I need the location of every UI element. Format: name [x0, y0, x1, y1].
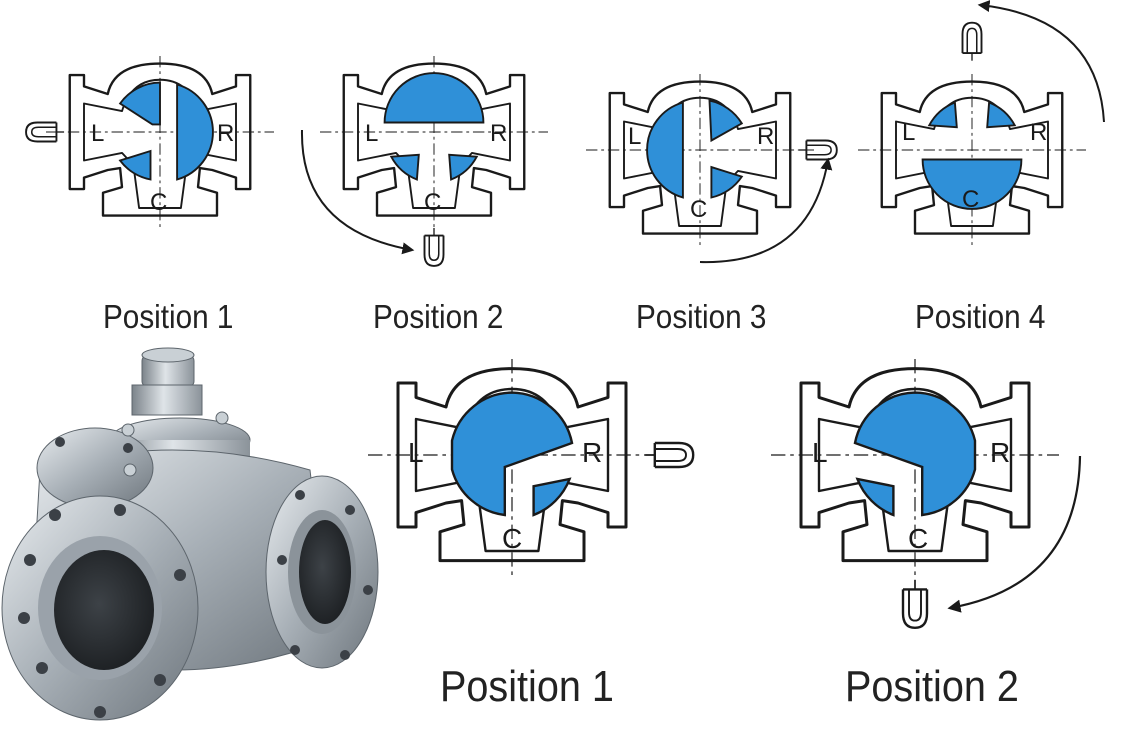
port-label-center: C	[908, 523, 928, 554]
top-valve-position-2-diagram	[318, 54, 550, 267]
handle-right-icon	[644, 441, 695, 469]
ball-bore	[855, 477, 895, 517]
port-label-center: C	[962, 186, 979, 213]
rotation-arrow	[977, 0, 1105, 123]
three-way-ball-valve-photo-icon	[1, 347, 379, 721]
ball-bore	[118, 149, 152, 181]
ball-bore	[118, 81, 161, 126]
ball-bore	[646, 101, 684, 199]
port-label-right: R	[217, 120, 234, 147]
handle-right-icon	[797, 139, 838, 161]
rotation-arrow	[947, 455, 1082, 613]
top-valve-position-1-diagram	[25, 54, 276, 229]
ball-bore	[176, 83, 214, 181]
handle-bottom-icon	[423, 227, 445, 267]
port-label-right: R	[990, 437, 1010, 468]
rotation-arrow	[300, 129, 415, 255]
port-label-center: C	[690, 196, 707, 223]
port-label-right: R	[757, 123, 774, 150]
ball-bore	[383, 72, 485, 124]
ball-bore	[708, 99, 744, 143]
bottom-valve-position-1-diagram	[366, 357, 695, 577]
top-caption-position-1: Position 1	[103, 298, 234, 335]
top-caption-position-2: Position 2	[373, 298, 504, 335]
rotation-arrow	[699, 157, 833, 264]
ball-bore	[853, 391, 977, 517]
handle-bottom-icon	[901, 578, 929, 629]
port-label-center: C	[424, 189, 441, 216]
port-label-right: R	[1030, 119, 1047, 146]
port-label-left: L	[365, 120, 378, 147]
ball-bore	[710, 165, 744, 199]
ball-bore	[927, 101, 958, 129]
port-label-left: L	[91, 120, 104, 147]
port-label-right: R	[490, 120, 507, 147]
ball-bore	[389, 153, 420, 181]
port-label-left: L	[408, 437, 424, 468]
bottom-valve-position-2-diagram	[769, 357, 1061, 629]
port-label-left: L	[628, 123, 641, 150]
bottom-caption-position-2: Position 2	[845, 662, 1019, 711]
ball-bore	[986, 101, 1017, 129]
handle-left-icon	[25, 121, 65, 143]
top-valve-position-4-diagram	[856, 21, 1088, 247]
port-label-center: C	[150, 189, 167, 216]
top-valve-position-3-diagram	[584, 72, 838, 247]
port-labels: L R C L R C L R C L R C L R C L R C	[91, 119, 1047, 554]
ball-bore	[921, 158, 1023, 210]
port-label-left: L	[812, 437, 828, 468]
port-label-left: L	[902, 119, 915, 146]
top-caption-position-3: Position 3	[636, 298, 767, 335]
handle-top-icon	[961, 21, 983, 62]
bottom-caption-position-1: Position 1	[440, 662, 614, 711]
port-label-right: R	[582, 437, 602, 468]
ball-bore	[450, 391, 574, 517]
top-caption-position-4: Position 4	[915, 298, 1046, 335]
ball-bore	[448, 153, 479, 181]
ball-bore	[532, 477, 572, 517]
port-label-center: C	[502, 523, 522, 554]
